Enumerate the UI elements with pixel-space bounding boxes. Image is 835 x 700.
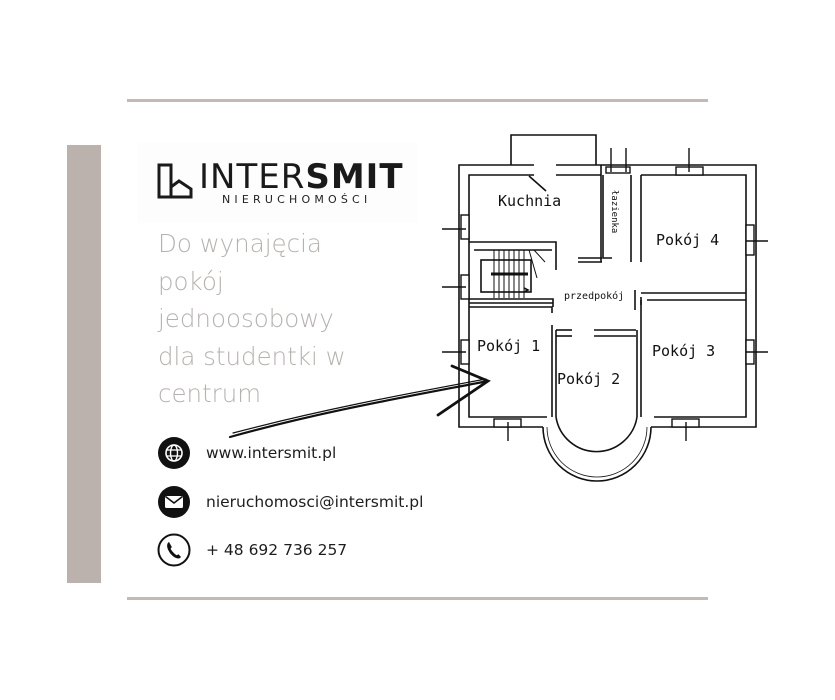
- contact-email[interactable]: nieruchomosci@intersmit.pl: [157, 485, 423, 519]
- brand-wordmark: INTERSMIT: [199, 157, 404, 197]
- room-label-hallway: przedpokój: [564, 291, 625, 302]
- room-label-room2: Pokój 2: [557, 370, 621, 388]
- phone-icon: [157, 533, 191, 567]
- top-divider-line: [127, 99, 708, 102]
- headline-line: jednoosobowy: [158, 304, 334, 333]
- envelope-icon: [158, 486, 190, 518]
- room-label-room4: Pokój 4: [656, 231, 720, 249]
- email-link[interactable]: nieruchomosci@intersmit.pl: [206, 493, 424, 511]
- globe-icon: [158, 437, 190, 469]
- phone-number[interactable]: + 48 692 736 257: [206, 541, 348, 559]
- headline-line: pokój: [158, 266, 224, 296]
- contact-phone[interactable]: + 48 692 736 257: [157, 533, 347, 567]
- brand-name-bold: SMIT: [305, 157, 404, 197]
- room-label-room3: Pokój 3: [652, 342, 716, 360]
- house-logo-icon: [157, 163, 193, 199]
- room-label-kitchen: Kuchnia: [498, 192, 562, 210]
- headline-line: Do wynajęcia: [158, 229, 322, 258]
- listing-headline: Do wynajęcia pokój jednoosobowy dla stud…: [158, 225, 448, 413]
- accent-side-bar: [67, 145, 101, 583]
- room-label-room1: Pokój 1: [477, 337, 541, 355]
- brand-subtitle: NIERUCHOMOŚCI: [222, 193, 372, 206]
- headline-line: dla studentki w: [158, 341, 346, 371]
- room-label-bathroom: łazienka: [609, 190, 619, 234]
- contact-website[interactable]: www.intersmit.pl: [157, 436, 336, 470]
- website-link[interactable]: www.intersmit.pl: [206, 444, 337, 462]
- brand-name-light: INTER: [199, 157, 306, 197]
- bottom-divider-line: [127, 597, 708, 600]
- headline-line: centrum: [158, 379, 262, 408]
